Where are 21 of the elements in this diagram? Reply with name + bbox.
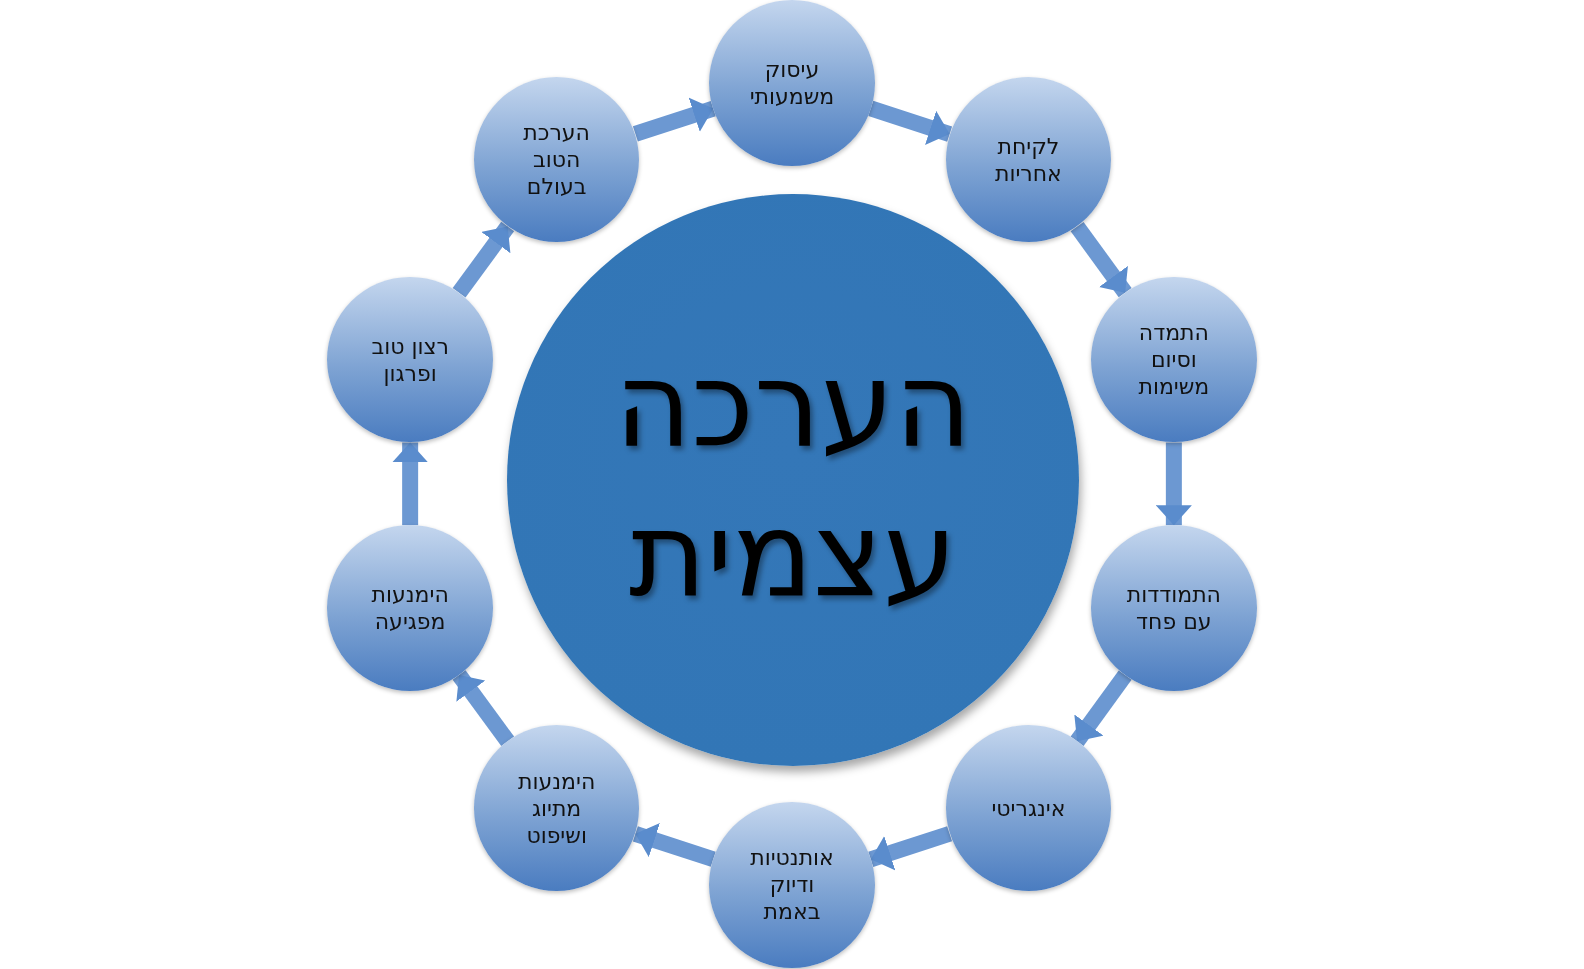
block-arrow [1070, 670, 1132, 746]
block-arrow [632, 822, 716, 867]
node-text: התמדה וסיום משימות [1137, 319, 1211, 401]
block-arrow [868, 100, 953, 145]
block-arrow [452, 670, 515, 747]
block-arrow [632, 97, 716, 142]
node-text: הימנעות מפגיעה [370, 581, 450, 636]
block-arrow [1070, 221, 1132, 298]
node-text: לקיחת אחריות [993, 132, 1063, 187]
node-text: הערכת הטוב בעולם [522, 119, 591, 201]
node-text: עיסוק משמעותי [748, 55, 836, 110]
block-arrow [452, 221, 515, 298]
node-text: רצון טוב ופרגון [370, 332, 450, 387]
node-text: אותנטיות ודיוק באמת [749, 844, 835, 926]
node-text: אינגריטי [990, 794, 1067, 822]
node-text: הימנעות מתיוג ושיפוט [517, 767, 597, 849]
node-text: התמודדות עם פחד [1125, 581, 1222, 636]
block-arrow [868, 826, 953, 871]
block-arrow [392, 442, 429, 526]
block-arrow [1155, 442, 1192, 526]
title-text: הערכה עצמית [613, 334, 973, 626]
